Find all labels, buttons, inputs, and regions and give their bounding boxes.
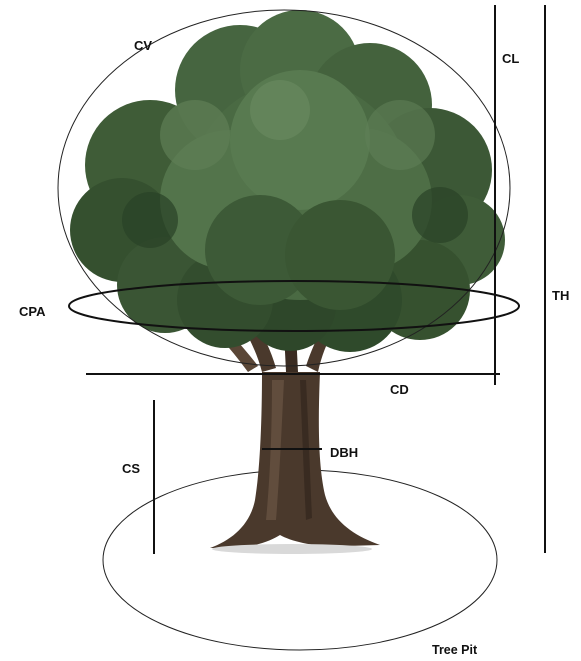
label-th: TH xyxy=(552,288,569,303)
label-cd: CD xyxy=(390,382,409,397)
label-tree-pit: Tree Pit xyxy=(432,643,478,657)
tree-crown xyxy=(70,10,505,352)
label-cs: CS xyxy=(122,461,140,476)
label-dbh: DBH xyxy=(330,445,358,460)
label-cv: CV xyxy=(134,38,152,53)
label-cpa: CPA xyxy=(19,304,46,319)
label-cl: CL xyxy=(502,51,519,66)
